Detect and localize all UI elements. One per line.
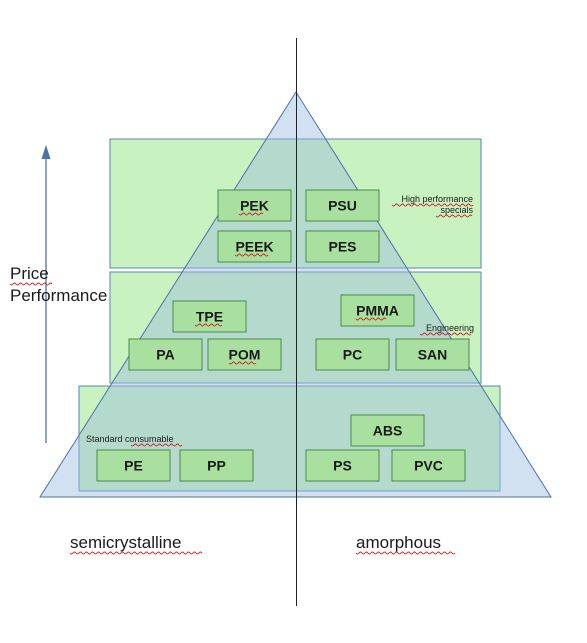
pyramid-triangle bbox=[39, 91, 552, 498]
polymer-box-pmma: PMMA bbox=[340, 294, 415, 327]
polymer-label-pes: PES bbox=[328, 239, 356, 255]
polymer-box-pvc: PVC bbox=[391, 449, 466, 482]
polymer-label-pc: PC bbox=[343, 347, 362, 363]
polymer-box-ps: PS bbox=[305, 449, 380, 482]
polymer-label-pe: PE bbox=[124, 458, 143, 474]
category-label-amorphous: amorphous bbox=[356, 533, 441, 552]
category-label-semicrystalline: semicrystalline bbox=[70, 533, 181, 552]
polymer-label-ps: PS bbox=[333, 458, 352, 474]
polymer-label-tpe: TPE bbox=[196, 309, 223, 325]
polymer-label-pvc: PVC bbox=[414, 458, 443, 474]
polymer-label-pmma: PMMA bbox=[356, 303, 399, 319]
tier-label-high-performance: High performance bbox=[401, 194, 473, 204]
polymer-box-pa: PA bbox=[128, 338, 203, 371]
polymer-label-pom: POM bbox=[229, 347, 261, 363]
polymer-box-pe: PE bbox=[96, 449, 171, 482]
price-arrow-head-icon bbox=[41, 145, 51, 159]
polymer-box-pp: PP bbox=[179, 449, 254, 482]
polymer-label-peek: PEEK bbox=[235, 239, 273, 255]
polymer-box-pes: PES bbox=[305, 230, 380, 263]
polymer-box-pom: POM bbox=[207, 338, 282, 371]
polymer-label-pp: PP bbox=[207, 458, 226, 474]
polymer-label-psu: PSU bbox=[328, 198, 357, 214]
polymer-box-psu: PSU bbox=[305, 189, 380, 222]
polymer-label-abs: ABS bbox=[373, 423, 403, 439]
polymer-box-peek: PEEK bbox=[217, 230, 292, 263]
tier-band-high-performance bbox=[109, 138, 482, 269]
polymer-box-pek: PEK bbox=[217, 189, 292, 222]
polymer-label-pek: PEK bbox=[240, 198, 269, 214]
tier-label-standard-consumable: Standard consumable bbox=[86, 434, 174, 444]
polymer-box-san: SAN bbox=[395, 338, 470, 371]
polymer-box-tpe: TPE bbox=[172, 300, 247, 333]
tier-label-engineering: Engineering bbox=[426, 323, 474, 333]
axis-label-price: Price bbox=[10, 264, 49, 283]
polymer-box-abs: ABS bbox=[350, 414, 425, 447]
tier-label-high-performance-line2: specials bbox=[440, 205, 473, 215]
axis-label-performance: Performance bbox=[10, 286, 107, 305]
polymer-label-pa: PA bbox=[156, 347, 174, 363]
polymer-box-pc: PC bbox=[315, 338, 390, 371]
polymer-label-san: SAN bbox=[418, 347, 448, 363]
